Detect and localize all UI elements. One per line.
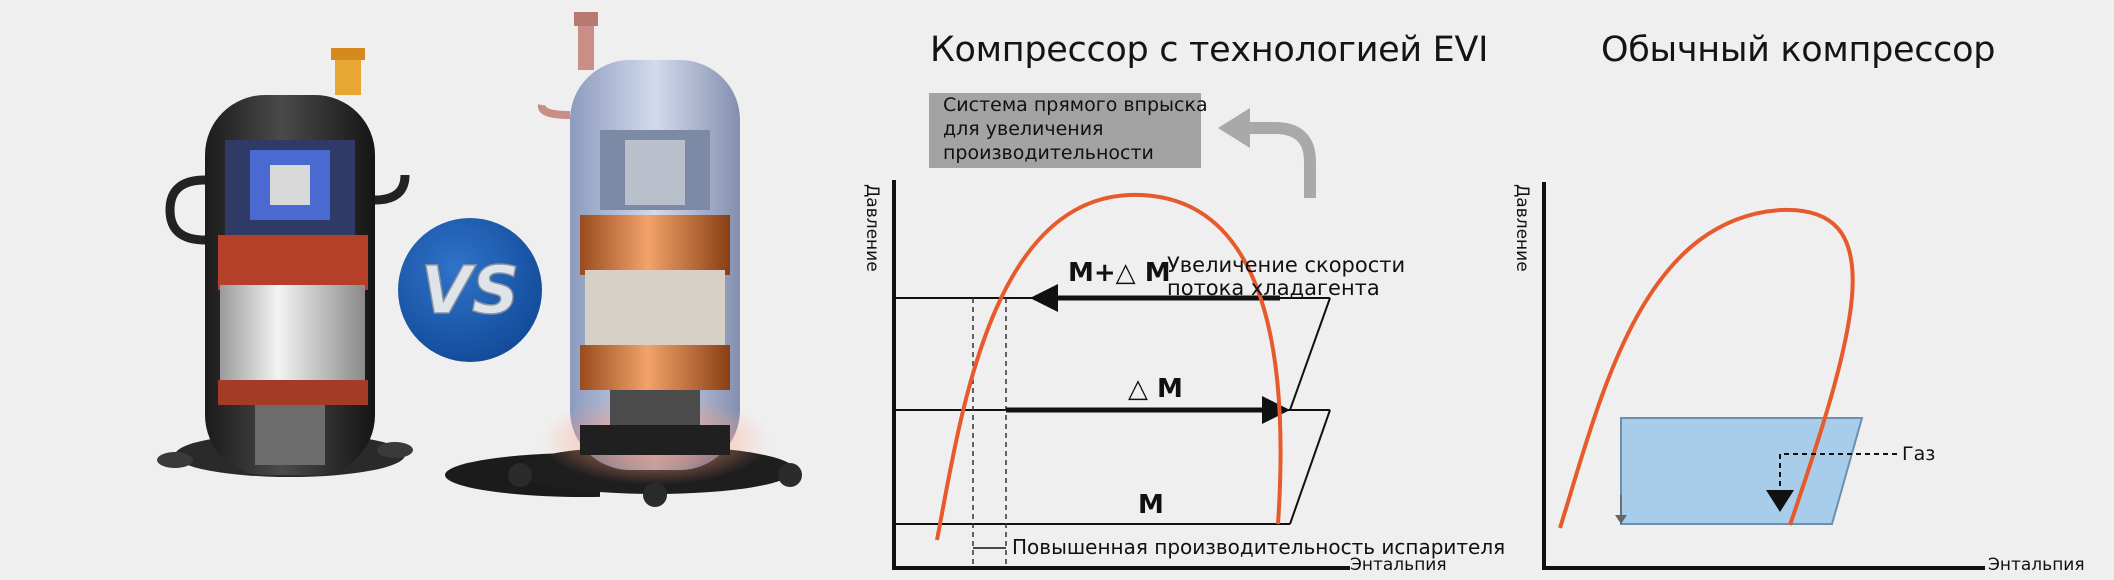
evaporator-note: Повышенная производительность испарителя (1012, 535, 1506, 559)
injection-note-line-1: Системa прямого впрыска (943, 94, 1208, 116)
flow-increase-note-line-1: Увеличение скорости (1167, 253, 1406, 277)
vs-badge: VS (398, 218, 542, 362)
base-label: М (1138, 490, 1164, 520)
evi-x-axis-label: Энтальпия (1350, 555, 1447, 575)
injection-note-line-3: производительности (943, 142, 1154, 164)
flow-increase-note: Увеличение скорости потока хладагента (1167, 254, 1405, 300)
evi-compressor-drawing (508, 12, 802, 507)
delta-label: △ М (1128, 374, 1183, 404)
injection-note-line-2: для увеличения (943, 118, 1104, 140)
compressor-illustrations: VS (157, 48, 600, 497)
regular-saturation-curve (1558, 207, 1855, 529)
injection-arrow (1248, 122, 1316, 198)
flow-increase-label: М+△ М (1068, 258, 1171, 288)
evi-saturation-curve (935, 192, 1283, 541)
flow-increase-note-line-2: потока хладагента (1167, 276, 1380, 300)
evi-title: Компрессор с технологией EVI (930, 30, 1489, 70)
gas-label: Газ (1902, 443, 1936, 465)
regular-compressor-image (157, 48, 413, 477)
regular-title: Обычный компрессор (1601, 30, 1996, 70)
regular-x-axis-label: Энтальпия (1988, 555, 2085, 575)
regular-cycle-region (1620, 417, 1864, 525)
injection-arrow-head (1218, 108, 1250, 148)
regular-y-axis-label: Давление (1512, 184, 1532, 272)
injection-note-box: Системa прямого впрыска для увеличения п… (929, 93, 1208, 168)
vs-text: VS (421, 252, 520, 329)
